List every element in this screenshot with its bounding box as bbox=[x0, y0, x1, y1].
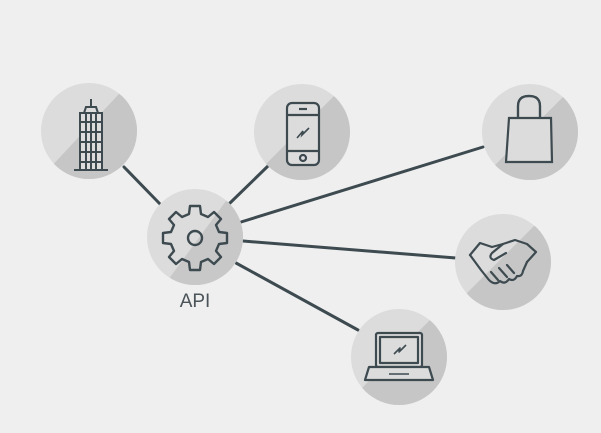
hub-label: API bbox=[179, 291, 211, 312]
shopping-bag-icon bbox=[504, 94, 554, 164]
edge-hub-partners bbox=[241, 239, 458, 260]
node-mobile bbox=[254, 84, 350, 180]
connectors bbox=[122, 145, 485, 332]
edge-hub-mobile bbox=[228, 164, 270, 205]
edge-hub-retail bbox=[239, 145, 485, 224]
node-retail bbox=[482, 84, 578, 180]
node-enterprise bbox=[41, 83, 137, 179]
handshake-icon bbox=[468, 238, 538, 285]
smartphone-icon bbox=[285, 101, 321, 167]
node-web bbox=[351, 309, 447, 405]
laptop-icon bbox=[363, 331, 435, 382]
edge-hub-web bbox=[234, 261, 360, 332]
skyscraper-icon bbox=[74, 99, 108, 171]
node-partners bbox=[455, 214, 551, 310]
gear-icon bbox=[161, 204, 229, 272]
hub-node bbox=[147, 189, 243, 285]
edge-hub-enterprise bbox=[122, 165, 162, 206]
